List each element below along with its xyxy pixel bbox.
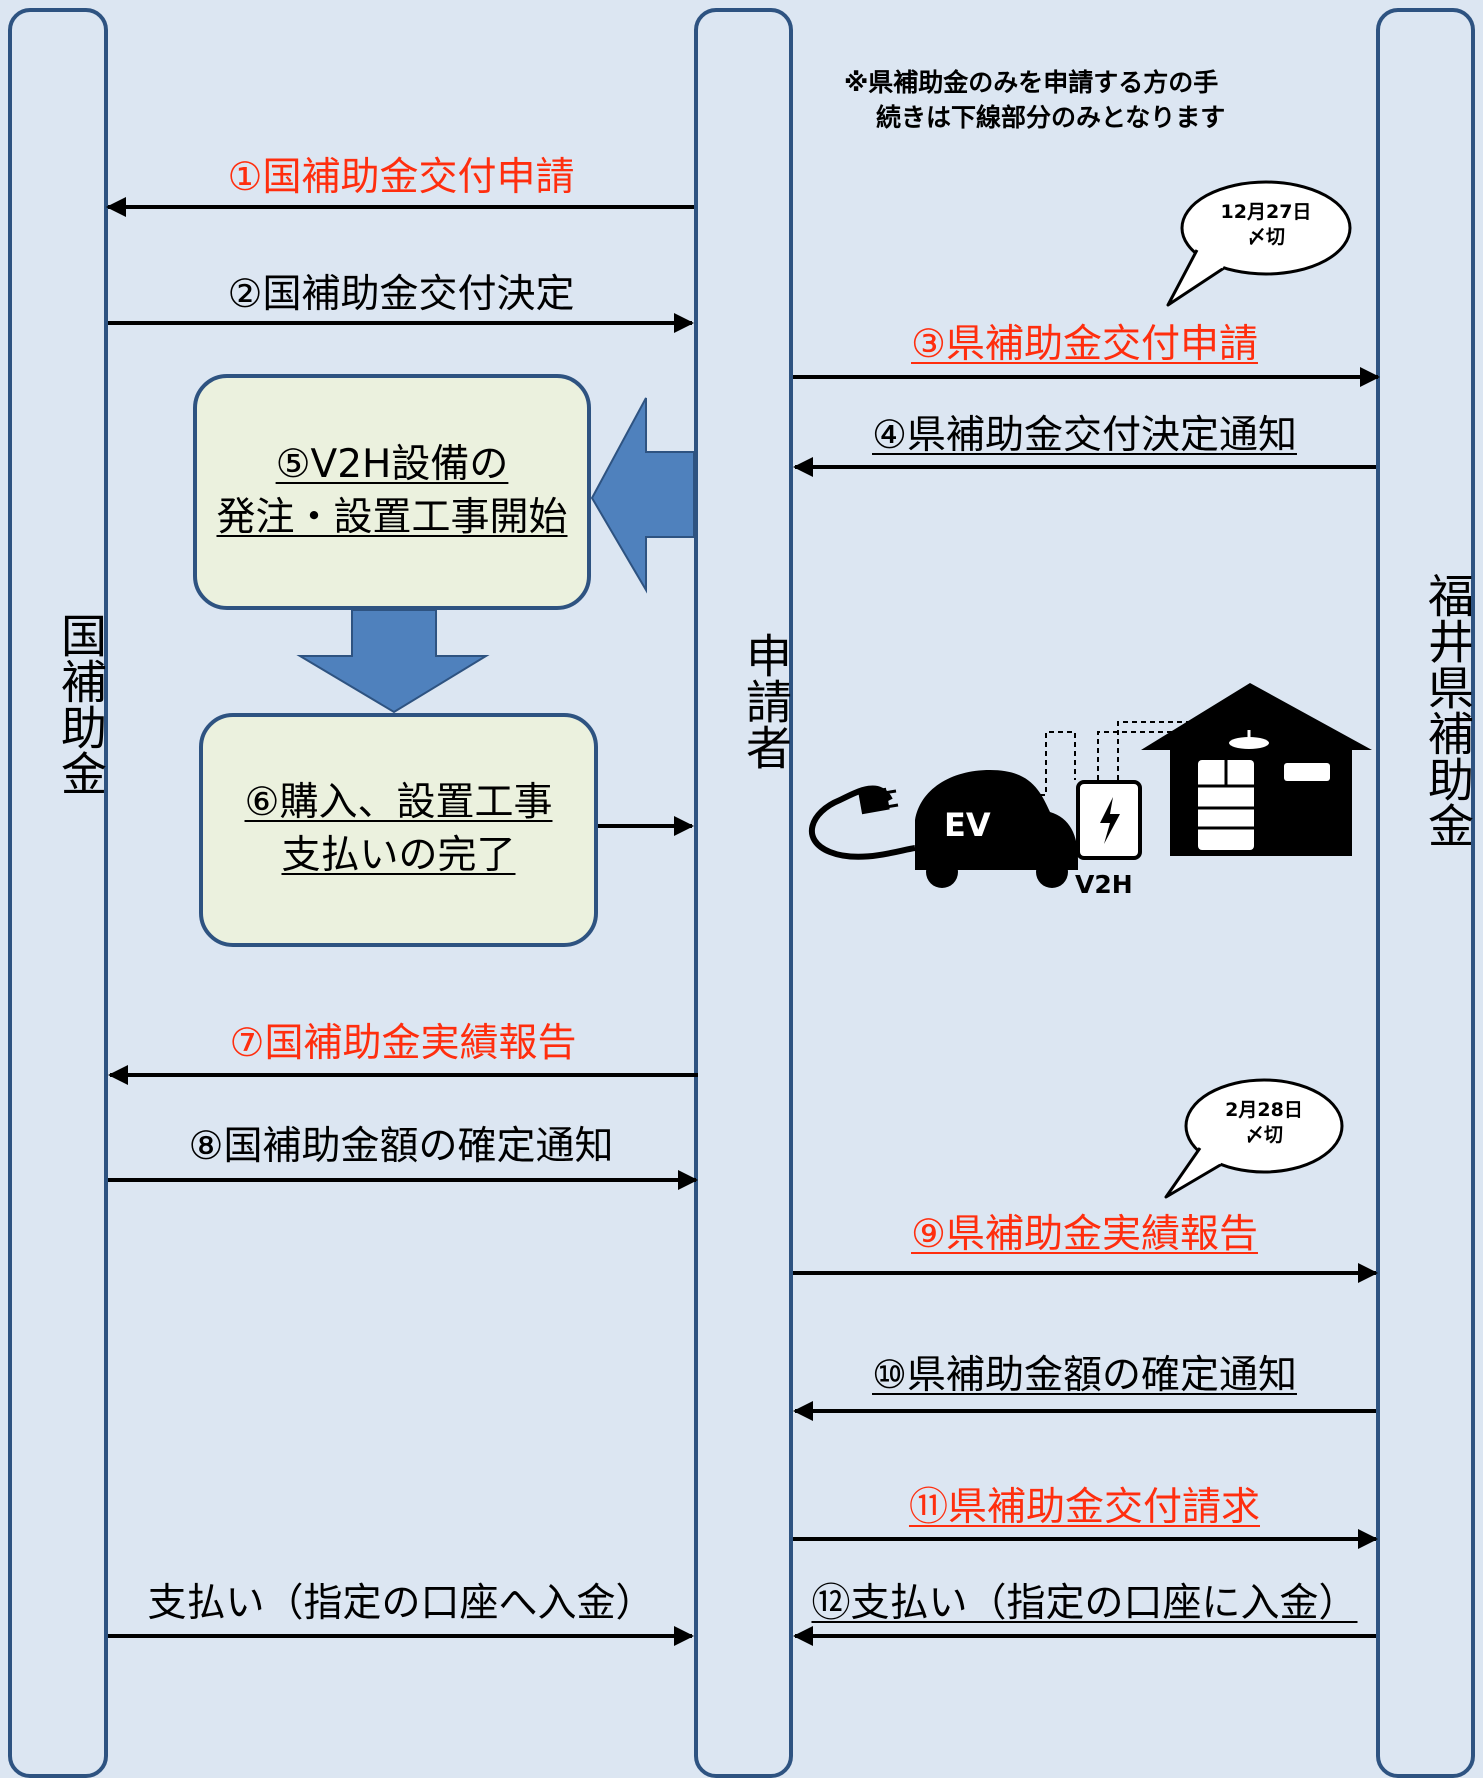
step-2-label: ②国補助金交付決定: [227, 272, 575, 317]
deadline-bubble-1: [1166, 180, 1352, 307]
step-5-line-1: ⑤V2H設備の: [275, 442, 509, 488]
step-11-label: ⑪県補助金交付請求: [908, 1485, 1260, 1530]
note-text: ※県補助金のみを申請する方の手 続きは下線部分のみとなります: [844, 68, 1226, 132]
ev-label: EV: [944, 806, 991, 844]
applicant-label: 申請者: [739, 632, 793, 770]
step-6-line-1: ⑥購入、設置工事: [244, 780, 553, 826]
step-12-label: ⑫支払い（指定の口座に入金）: [811, 1581, 1358, 1626]
step-10-label: ⑩県補助金額の確定通知: [872, 1353, 1297, 1398]
step-7-label: ⑦国補助金実績報告: [229, 1021, 577, 1066]
deadline-1: 12月27日〆切: [1220, 201, 1312, 248]
step-4-label: ④県補助金交付決定通知: [872, 413, 1297, 458]
step-6-box: ⑥購入、設置工事 支払いの完了: [199, 713, 598, 947]
national-subsidy-label: 国補助金: [54, 612, 108, 796]
step-1-label: ①国補助金交付申請: [227, 155, 575, 200]
ceiling-light-icon: [1229, 737, 1269, 749]
fukui-subsidy-label: 福井県補助金: [1421, 572, 1475, 848]
pay-national-label: 支払い（指定の口座へ入金）: [147, 1581, 655, 1626]
house-icon: [1141, 683, 1372, 856]
ev-v2h-illustration: [808, 683, 1372, 888]
step-5-line-2: 発注・設置工事開始: [216, 495, 568, 540]
fridge-icon: [1198, 760, 1254, 850]
step-6-line-2: 支払いの完了: [281, 833, 516, 878]
deadline-bubble-2: [1164, 1078, 1344, 1199]
block-arrow-left: [590, 397, 695, 594]
deadline-2: 2月28日〆切: [1225, 1099, 1303, 1146]
fukui-subsidy-lane: 福井県補助金: [1376, 8, 1475, 1778]
air-conditioner-icon: [1284, 763, 1330, 781]
step-3-label: ③県補助金交付申請: [911, 322, 1258, 367]
national-subsidy-lane: 国補助金: [8, 8, 108, 1778]
car-icon: [915, 770, 1078, 870]
lightning-icon: [1100, 797, 1120, 844]
v2h-label: V2H: [1075, 870, 1133, 899]
step-8-label: ⑧国補助金額の確定通知: [188, 1124, 614, 1169]
step-5-box: ⑤V2H設備の 発注・設置工事開始: [193, 374, 591, 610]
block-arrow-down: [296, 609, 490, 714]
step-9-label: ⑨県補助金実績報告: [911, 1212, 1258, 1257]
plug-icon: [808, 785, 916, 860]
